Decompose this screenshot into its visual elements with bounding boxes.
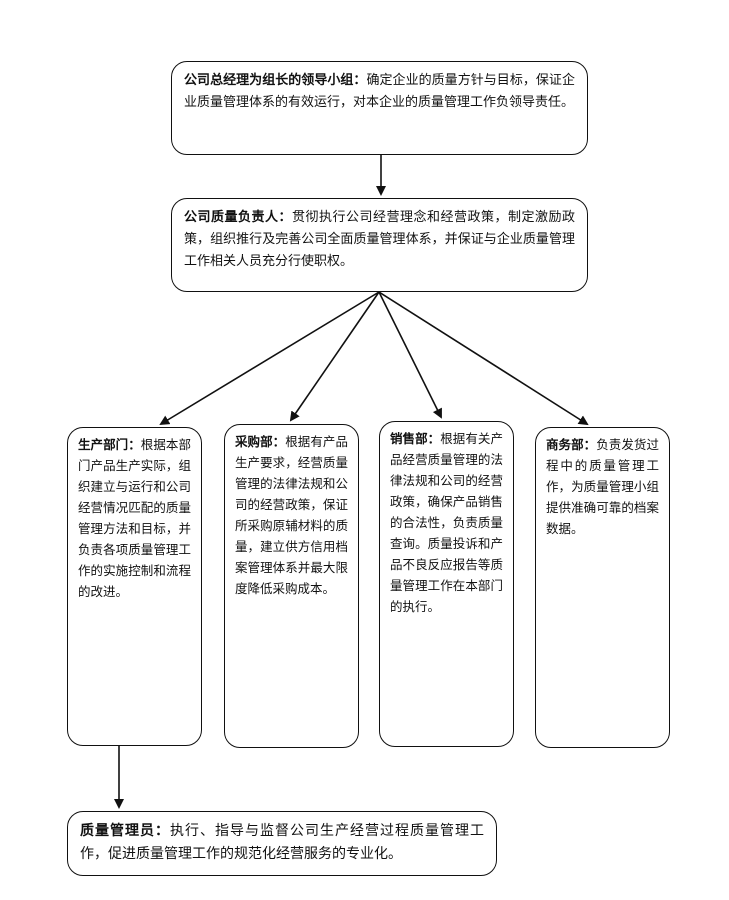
arrow-to-production	[159, 291, 380, 426]
quality-officer-text: 执行、指导与监督公司生产经营过程质量管理工作，促进质量管理工作的规范化经营服务的…	[80, 823, 484, 862]
production-box: 生产部门：根据本部门产品生产实际，组织建立与运行和公司经营情况匹配的质量管理方法…	[67, 427, 202, 746]
arrow-to-purchasing	[289, 291, 380, 422]
quality-head-box: 公司质量负责人：贯彻执行公司经营理念和经营政策，制定激励政策，组织推行及完善公司…	[171, 198, 588, 292]
business-text: 负责发货过程中的质量管理工作，为质量管理小组提供准确可靠的档案数据。	[546, 437, 659, 536]
quality-head-title: 公司质量负责人：	[184, 210, 292, 225]
sales-title: 销售部：	[390, 431, 441, 446]
purchasing-box: 采购部：根据有产品生产要求，经营质量管理的法律法规和公司的经营政策，保证所采购原…	[224, 424, 359, 748]
production-title: 生产部门：	[78, 437, 141, 452]
purchasing-text: 根据有产品生产要求，经营质量管理的法律法规和公司的经营政策，保证所采购原辅材料的…	[235, 434, 348, 596]
leadership-box: 公司总经理为组长的领导小组：确定企业的质量方针与目标，保证企业质量管理体系的有效…	[171, 61, 588, 155]
business-box: 商务部：负责发货过程中的质量管理工作，为质量管理小组提供准确可靠的档案数据。	[535, 427, 670, 748]
quality-officer-title: 质量管理员：	[80, 823, 170, 839]
purchasing-title: 采购部：	[235, 434, 286, 449]
quality-head-text: 贯彻执行公司经营理念和经营政策，制定激励政策，组织推行及完善公司全面质量管理体系…	[184, 210, 575, 269]
sales-box: 销售部：根据有关产品经营质量管理的法律法规和公司的经营政策，确保产品销售的合法性…	[379, 421, 514, 747]
leadership-text: 确定企业的质量方针与目标，保证企业质量管理体系的有效运行，对本企业的质量管理工作…	[184, 73, 575, 110]
business-title: 商务部：	[546, 437, 597, 452]
arrow-to-sales	[378, 291, 442, 419]
production-text: 根据本部门产品生产实际，组织建立与运行和公司经营情况匹配的质量管理方法和目标，并…	[78, 437, 191, 599]
quality-officer-box: 质量管理员：执行、指导与监督公司生产经营过程质量管理工作，促进质量管理工作的规范…	[67, 811, 497, 876]
arrow-to-business	[378, 291, 589, 426]
sales-text: 根据有关产品经营质量管理的法律法规和公司的经营政策，确保产品销售的合法性，负责质…	[390, 431, 503, 614]
leadership-title: 公司总经理为组长的领导小组：	[184, 73, 367, 88]
